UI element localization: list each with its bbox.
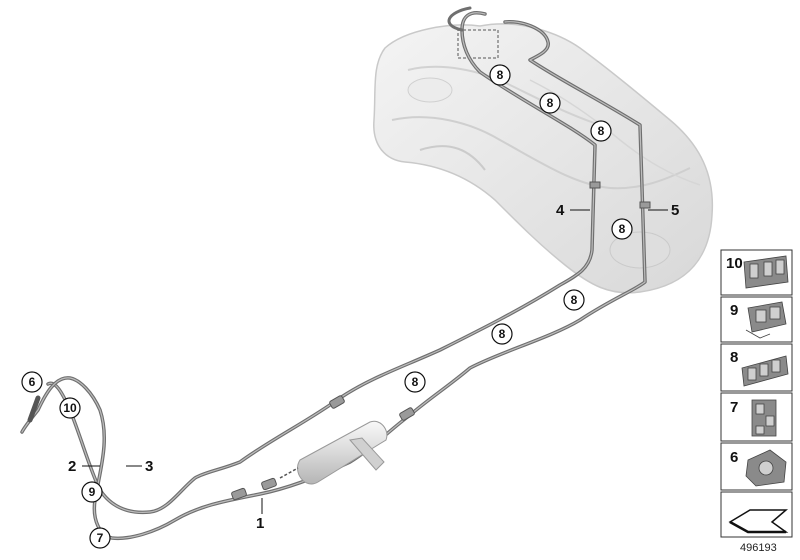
circled-callout-8f: 8	[491, 323, 513, 345]
key-box-6[interactable]: 6	[720, 442, 793, 491]
key-box-7[interactable]: 7	[720, 392, 793, 442]
line-connectors	[231, 181, 651, 501]
circled-callout-8d: 8	[611, 218, 633, 240]
clip-10-icon	[743, 255, 789, 289]
callout-4: 4	[556, 202, 565, 219]
svg-text:8: 8	[497, 68, 504, 82]
svg-text:8: 8	[412, 375, 419, 389]
callout-3: 3	[145, 458, 153, 475]
clip-6-icon	[745, 449, 787, 487]
svg-text:9: 9	[89, 485, 96, 499]
circled-callout-7: 7	[89, 527, 111, 549]
svg-text:10: 10	[726, 255, 743, 272]
clip-9-icon	[745, 301, 787, 339]
circled-callout-10: 10	[59, 397, 81, 419]
svg-text:8: 8	[547, 96, 554, 110]
clip-7-icon	[751, 399, 777, 437]
circled-callout-9: 9	[81, 481, 103, 503]
callout-1: 1	[256, 515, 264, 532]
callout-2: 2	[68, 458, 76, 475]
clip-8-icon	[741, 355, 789, 387]
key-box-back[interactable]	[720, 491, 793, 538]
circled-callout-6: 6	[21, 371, 43, 393]
circled-callout-8a: 8	[489, 64, 511, 86]
fuel-tank	[373, 23, 714, 294]
svg-text:6: 6	[730, 449, 738, 466]
callouts: 1 2 3 4 5	[68, 202, 679, 532]
circled-callout-8c: 8	[590, 120, 612, 142]
key-box-9[interactable]: 9	[720, 296, 793, 343]
svg-text:8: 8	[598, 124, 605, 138]
svg-text:7: 7	[97, 531, 104, 545]
circled-callouts: 6 7 8 8 8 8 8 8 8 9 10	[21, 64, 633, 549]
fuel-filter	[279, 420, 388, 485]
svg-text:8: 8	[730, 349, 738, 366]
back-arrow-icon	[728, 509, 789, 534]
svg-text:6: 6	[29, 375, 36, 389]
svg-text:9: 9	[730, 302, 738, 319]
svg-text:10: 10	[63, 401, 77, 415]
svg-text:8: 8	[499, 327, 506, 341]
circled-callout-8b: 8	[539, 92, 561, 114]
key-box-10[interactable]: 10	[720, 249, 793, 296]
callout-5: 5	[671, 202, 679, 219]
document-number: 496193	[740, 542, 777, 554]
key-box-8[interactable]: 8	[720, 343, 793, 392]
circled-callout-8g: 8	[404, 371, 426, 393]
svg-text:8: 8	[571, 293, 578, 307]
circled-callout-8e: 8	[563, 289, 585, 311]
svg-text:8: 8	[619, 222, 626, 236]
svg-text:7: 7	[730, 399, 738, 416]
parts-key: 10 9 8	[720, 249, 793, 538]
